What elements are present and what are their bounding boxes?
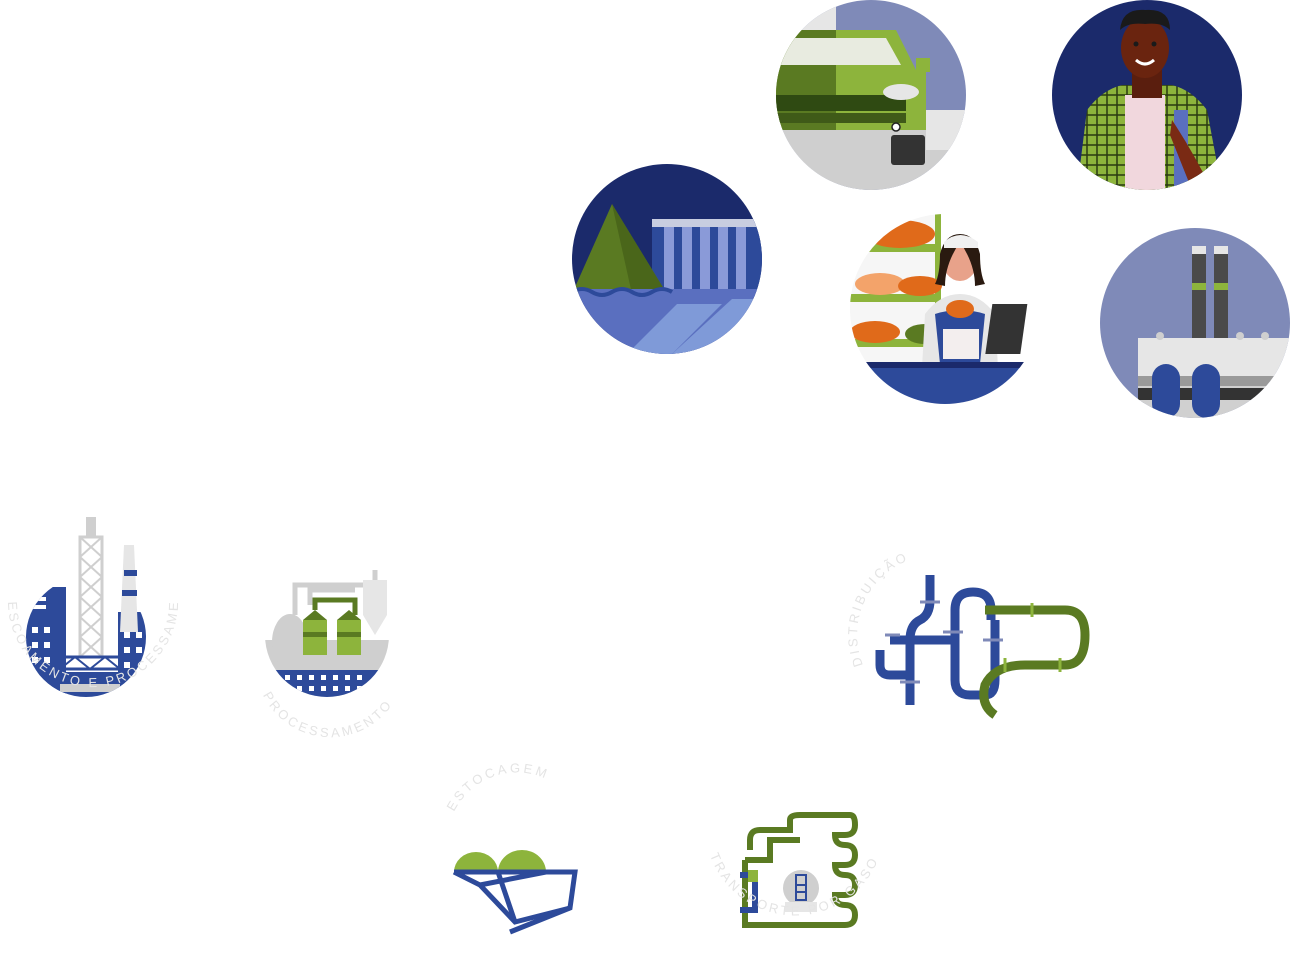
offshore-platform-icon: ESCOAMENTO E PROCESSAMENTO <box>0 500 200 742</box>
gas-pipeline-icon: TRANSPORTE POR GASODUTO <box>683 788 900 964</box>
bakery-worker-icon <box>850 214 1040 404</box>
stage-label-estocagem: ESTOCAGEM <box>443 760 551 813</box>
industrial-plant-icon <box>1100 228 1290 418</box>
storage-tanks-icon: ESTOCAGEM <box>440 760 590 950</box>
distribution-pipes-icon: DISTRIBUIÇÃO <box>845 540 1095 730</box>
person-icon <box>1052 0 1242 190</box>
hydroelectric-dam-icon <box>572 164 762 354</box>
gas-processing-plant-icon: PROCESSAMENTO <box>255 560 425 740</box>
car-icon <box>776 0 966 190</box>
